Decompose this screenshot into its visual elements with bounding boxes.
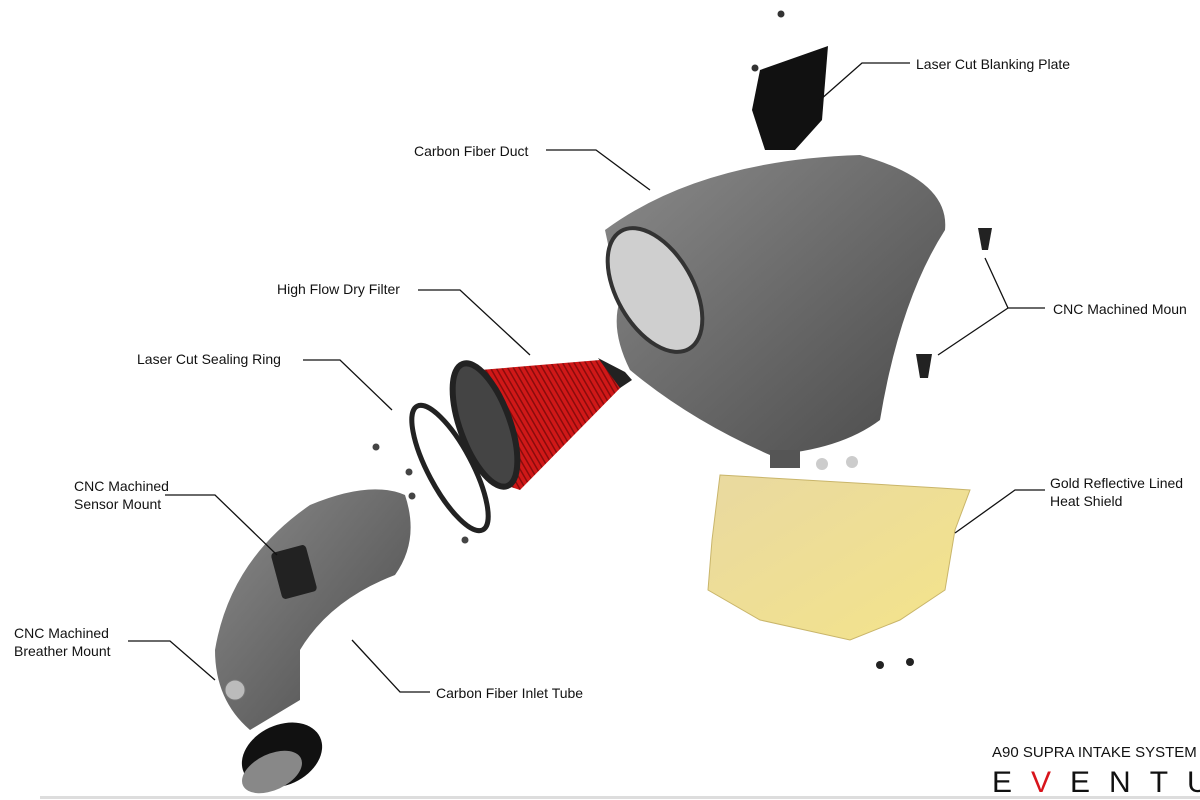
label-duct: Carbon Fiber Duct xyxy=(414,143,529,159)
label-line: CNC Machined xyxy=(74,478,169,494)
blanking-plate xyxy=(751,10,828,150)
screws xyxy=(372,443,469,544)
nut-icon xyxy=(816,458,828,470)
bottom-divider xyxy=(40,796,1200,799)
label-line: Heat Shield xyxy=(1050,493,1123,509)
screw-icon xyxy=(906,658,914,666)
screw-icon xyxy=(876,661,884,669)
high-flow-dry-filter xyxy=(449,358,632,490)
label-filter: High Flow Dry Filter xyxy=(277,281,400,297)
label-line: Sensor Mount xyxy=(74,496,162,512)
sensor-mount xyxy=(271,545,317,599)
carbon-fiber-duct xyxy=(605,155,946,470)
breather-mount xyxy=(224,679,246,701)
cnc-mount-lower xyxy=(916,354,932,378)
nut-icon xyxy=(846,456,858,468)
logo-letter: E xyxy=(992,766,1032,799)
sealing-ring xyxy=(409,402,491,534)
label-blanking-plate: Laser Cut Blanking Plate xyxy=(916,56,1071,72)
screw-icon xyxy=(777,10,785,18)
label-sealing-ring: Laser Cut Sealing Ring xyxy=(137,351,281,367)
label-line: CNC Machined xyxy=(14,625,109,641)
leader-lines xyxy=(128,62,1045,693)
label-line: Breather Mount xyxy=(14,643,111,659)
logo-v: V xyxy=(1031,766,1071,799)
label-cnc-mount: CNC Machined Moun xyxy=(1053,301,1187,317)
logo-letters: ENTUR xyxy=(1070,766,1200,799)
brand-logo: EVENTUR xyxy=(992,766,1200,800)
carbon-fiber-inlet-tube xyxy=(215,489,411,794)
heat-shield xyxy=(707,474,971,641)
product-title: A90 SUPRA INTAKE SYSTEM xyxy=(992,744,1197,761)
label-line: Gold Reflective Lined xyxy=(1050,475,1184,491)
cnc-mount-upper xyxy=(978,228,992,250)
screw-icon xyxy=(751,64,759,72)
label-inlet-tube: Carbon Fiber Inlet Tube xyxy=(436,685,584,701)
